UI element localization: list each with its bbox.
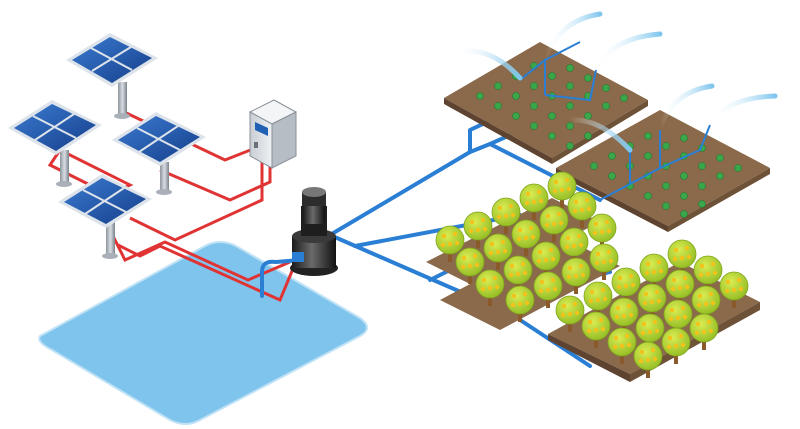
fruit-tree-icon	[693, 255, 723, 292]
fruit-tree-icon	[505, 285, 535, 322]
fruit-tree-icon	[689, 313, 719, 350]
solar-panel-icon	[58, 174, 152, 259]
solar-panel-icon	[66, 33, 158, 119]
fruit-tree-icon	[561, 257, 591, 294]
fruit-tree-icon	[719, 271, 749, 308]
fruit-tree-icon	[665, 269, 695, 306]
water-pump-icon	[290, 187, 338, 276]
solar-panel-icon	[112, 112, 206, 195]
fruit-tree-icon	[519, 183, 549, 220]
fruit-tree-icon	[691, 285, 721, 322]
fruit-tree-icon	[607, 327, 637, 364]
fruit-tree-icon	[587, 213, 617, 250]
fruit-tree-icon	[547, 171, 577, 208]
fruit-tree-icon	[567, 191, 597, 228]
solar-panel-icon	[8, 100, 102, 187]
fruit-tree-icon	[511, 219, 541, 256]
sprinkler-field-icon	[556, 83, 778, 232]
fruit-tree-icon	[555, 295, 585, 332]
sprinkler-field-icon	[444, 11, 663, 164]
fruit-tree-icon	[661, 327, 691, 364]
fruit-tree-icon	[483, 233, 513, 270]
fruit-tree-icon	[463, 211, 493, 248]
fruit-tree-icon	[539, 205, 569, 242]
fruit-tree-icon	[639, 253, 669, 290]
fruit-tree-icon	[475, 269, 505, 306]
control-box-icon	[248, 99, 298, 169]
fruit-tree-icon	[637, 283, 667, 320]
sprinkler-spray	[452, 11, 663, 81]
fruit-tree-icon	[531, 241, 561, 278]
fruit-tree-icon	[491, 197, 521, 234]
fruit-tree-icon	[667, 239, 697, 276]
fruit-tree-icon	[559, 227, 589, 264]
fruit-tree-icon	[589, 243, 619, 280]
fruit-tree-icon	[583, 281, 613, 318]
fruit-tree-group	[435, 171, 749, 378]
sprinkler-spray	[567, 83, 778, 153]
fruit-tree-icon	[611, 267, 641, 304]
fruit-tree-icon	[633, 341, 663, 378]
fruit-tree-icon	[503, 255, 533, 292]
fruit-tree-icon	[435, 225, 465, 262]
fruit-tree-icon	[581, 311, 611, 348]
solar-array	[8, 33, 206, 259]
fruit-tree-icon	[533, 271, 563, 308]
fruit-tree-icon	[609, 297, 639, 334]
fruit-tree-icon	[455, 247, 485, 284]
